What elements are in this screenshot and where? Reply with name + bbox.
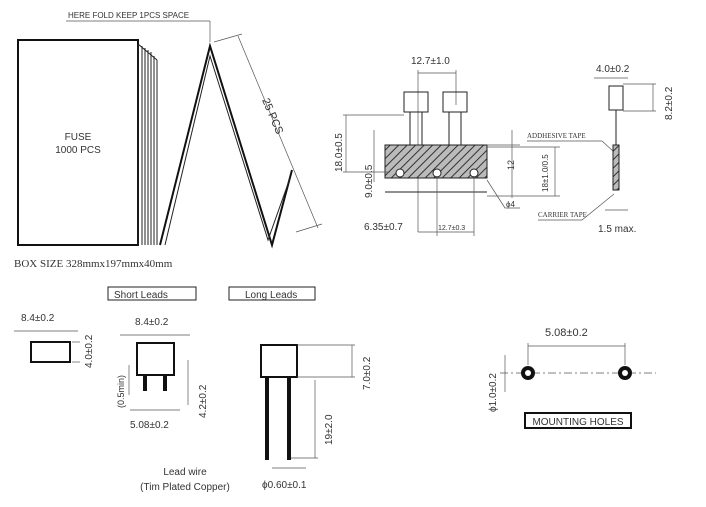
top-view-body [30,341,71,363]
mounting-holes: 5.08±0.2 ϕ1.0±0.2 MOUNTING HOLES [488,327,656,429]
tape-drawing: 12.7±1.0 18.0±0.5 9.0±0.5 12 18±1.0/0.5 … [334,56,675,236]
mounting-pitch: 5.08±0.2 [545,327,588,339]
lead-wire-1: Lead wire [163,467,207,478]
mounting-label: MOUNTING HOLES [532,417,623,428]
long-height: 7.0±0.2 [362,356,373,390]
top-depth: 4.0±0.2 [84,334,95,368]
long-leads-label-box [228,286,316,301]
part-views: 8.4±0.2 4.0±0.2 Short Leads Long Leads 8… [14,286,373,493]
long-lead-len: 19±2.0 [324,414,335,445]
mounting-label-box [524,412,632,429]
fold-note: HERE FOLD KEEP 1PCS SPACE [68,11,189,20]
short-leads-label-box [107,286,197,301]
carrier-label: CARRIER TAPE [538,211,587,219]
lead-dia: ϕ0.60±0.1 [262,480,307,491]
pitch-top: 12.7±1.0 [411,56,450,67]
tape-18: 18±1.0/0.5 [541,154,550,192]
adhesive-label: ADDHESIVE TAPE [527,132,586,140]
pitch-bottom: 12.7±0.3 [438,225,465,232]
height-9: 9.0±0.5 [364,164,375,198]
fuse-body-1 [403,91,429,113]
side-max: 1.5 max. [598,224,636,235]
box-size: BOX SIZE 328mmx197mmx40mm [14,258,173,270]
long-lead-body [260,344,298,378]
long-leads-label: Long Leads [245,290,297,301]
box-label-1: FUSE [65,132,92,143]
short-lead-body [136,342,175,376]
height-18: 18.0±0.5 [334,133,345,172]
fuse-body-2 [442,91,468,113]
tape-12: 12 [506,160,516,170]
hole-dia-label: ϕ1.0±0.2 [488,373,499,412]
short-lead-len: 4.2±0.2 [198,384,209,418]
short-pitch: 5.08±0.2 [130,420,169,431]
lead-wire-2: (Tim Plated Copper) [140,482,230,493]
pcs-count: 25 PCS [259,96,285,136]
short-min: (0.5min) [116,375,126,408]
short-leads-label: Short Leads [114,290,168,301]
box-packaging: HERE FOLD KEEP 1PCS SPACE 25 PCS FUSE 10… [14,11,323,270]
offset: 6.35±0.7 [364,222,403,233]
top-width: 8.4±0.2 [21,313,55,324]
hole-dia: ϕ4 [506,200,515,209]
side-width: 4.0±0.2 [596,64,630,75]
short-width: 8.4±0.2 [135,317,169,328]
side-height: 8.2±0.2 [664,86,675,120]
box-label-2: 1000 PCS [55,145,101,156]
